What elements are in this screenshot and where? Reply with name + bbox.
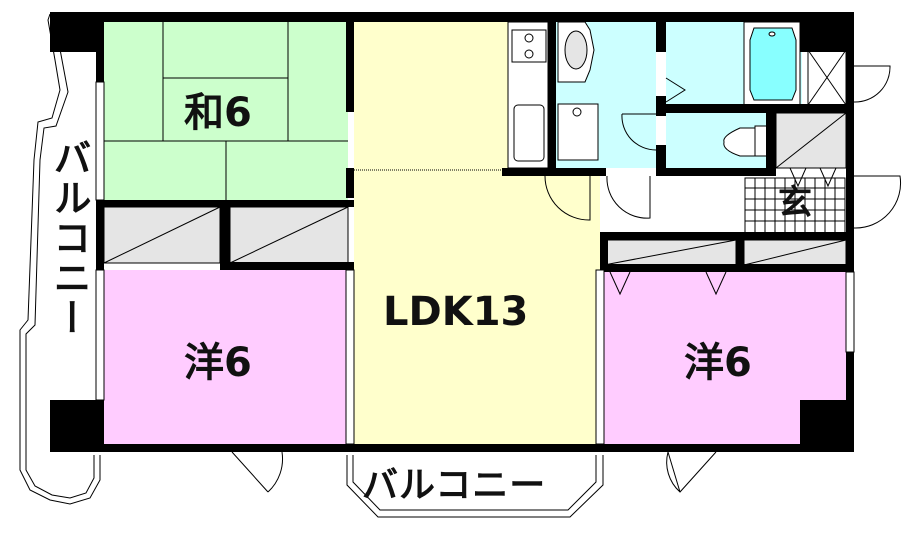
yoshitsu-left-floor xyxy=(104,270,348,450)
doors xyxy=(231,65,902,493)
room-label-ldk: LDK13 xyxy=(383,289,529,335)
washroom-door-arc xyxy=(621,113,657,151)
room-label-yoshitsu-left: 洋6 xyxy=(184,340,252,386)
bathtub xyxy=(743,21,801,108)
balcony-left-outline xyxy=(19,13,101,505)
balcony-label-left: バルコニー xyxy=(47,138,91,338)
washing-machine xyxy=(557,21,595,83)
room-label-washitsu: 和6 xyxy=(184,90,252,136)
room-label-genkan: 玄 xyxy=(778,183,812,223)
closet-diagonals xyxy=(103,112,847,266)
toilet-fixture xyxy=(723,125,768,157)
genkan-tiles xyxy=(744,177,846,235)
windows xyxy=(95,81,855,445)
balcony-bottom-outline xyxy=(346,455,604,518)
cupboard-x xyxy=(807,49,847,106)
kitchen-counter xyxy=(507,21,549,169)
wash-basin xyxy=(557,103,599,161)
bath-door xyxy=(665,77,686,103)
tatami-lines xyxy=(104,20,348,200)
balcony-label-bottom: バルコニー xyxy=(362,465,547,506)
room-label-yoshitsu-right: 洋6 xyxy=(684,340,752,386)
